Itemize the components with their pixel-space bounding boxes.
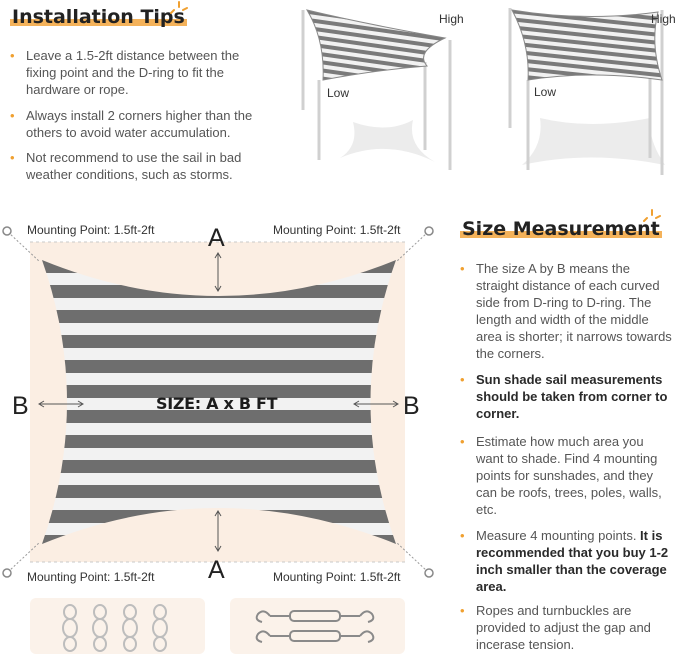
sparkle-icon	[643, 209, 661, 222]
rope-coil-icon	[62, 604, 168, 652]
size-measurement-title: Size Measurement	[460, 218, 662, 240]
hardware-box	[230, 598, 405, 654]
mounting-point-label: Mounting Point: 1.5ft-2ft	[27, 570, 155, 584]
measurement-item: •Ropes and turnbuckles are provided to a…	[460, 603, 651, 652]
high-label: High	[439, 12, 464, 26]
install-illustration-left: High Low	[301, 9, 464, 170]
installation-tips-title: Installation Tips	[10, 6, 187, 28]
install-illustration-right: High Low	[508, 8, 676, 175]
install-tip: •Leave a 1.5-2ft distance between the fi…	[10, 48, 240, 97]
measurement-item: •Estimate how much area you want to shad…	[460, 434, 662, 517]
turnbuckle-hook-icon	[255, 610, 375, 643]
sparkle-icon	[170, 1, 188, 14]
high-label: High	[651, 12, 676, 26]
size-label: SIZE: A x B FT	[156, 394, 278, 413]
measurement-item: •The size A by B means the straight dist…	[460, 261, 672, 361]
low-label: Low	[534, 85, 556, 99]
install-tip: •Always install 2 corners higher than th…	[10, 108, 253, 140]
ropes-box	[30, 598, 205, 654]
mounting-point-label: Mounting Point: 1.5ft-2ft	[27, 223, 155, 237]
shade-sail	[42, 260, 396, 544]
install-tip: •Not recommend to use the sail in bad we…	[10, 150, 242, 182]
low-label: Low	[327, 86, 349, 100]
mounting-point-label: Mounting Point: 1.5ft-2ft	[273, 570, 401, 584]
measurement-item: •Measure 4 mounting points. It is recomm…	[460, 528, 669, 594]
mounting-point-label: Mounting Point: 1.5ft-2ft	[273, 223, 401, 237]
side-a-top-label: A	[208, 224, 225, 252]
side-b-left-label: B	[12, 392, 29, 420]
side-b-right-label: B	[403, 392, 420, 420]
sail-size-diagram	[2, 226, 434, 578]
side-a-bottom-label: A	[208, 556, 225, 584]
measurement-item: •Sun shade sail measurements should be t…	[460, 372, 668, 421]
